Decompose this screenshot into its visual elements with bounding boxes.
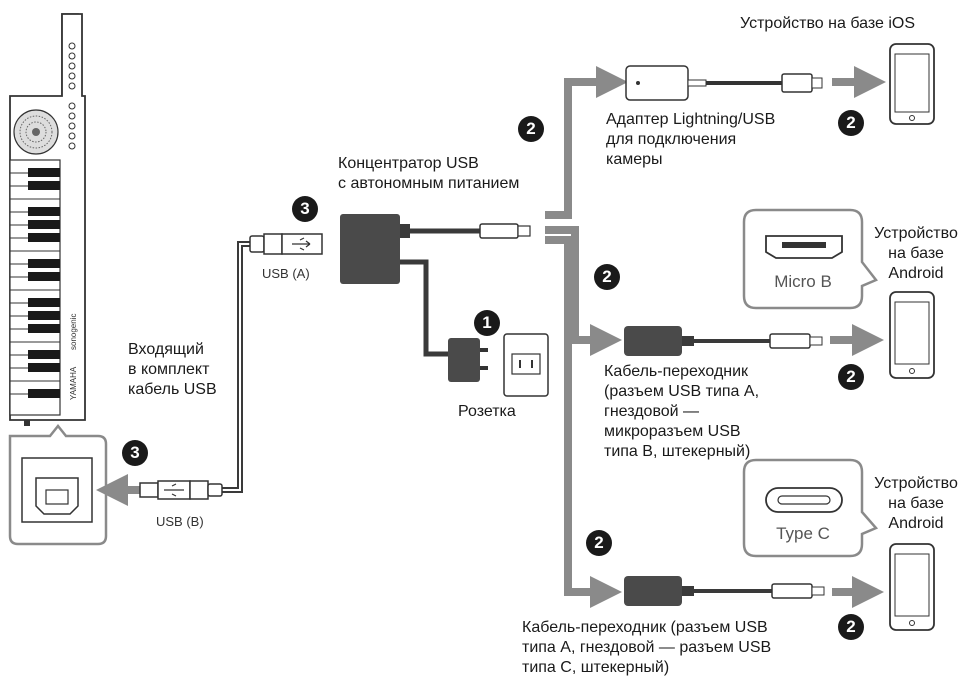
step-badge-2-ios: 2 xyxy=(838,110,864,136)
usb-a-label: USB (A) xyxy=(262,266,310,281)
type-c-callout xyxy=(742,458,879,558)
type-c-label: Type C xyxy=(776,524,830,543)
outlet-label: Розетка xyxy=(458,403,516,420)
usb-hub-label: Концентратор USB с автономным питанием xyxy=(338,155,520,192)
android-device-1-label: Устройство на базе Android xyxy=(874,225,958,282)
step-badge-2-typec-cable: 2 xyxy=(586,530,612,556)
model-logo: sonogenic xyxy=(69,314,78,350)
step-badge-1-outlet: 1 xyxy=(474,310,500,336)
included-usb-cable xyxy=(139,233,323,500)
included-cable-label: Входящий в комплект кабель USB xyxy=(128,341,217,398)
arrow-to-lightning xyxy=(545,66,628,219)
ios-device-label: Устройство на базе iOS xyxy=(740,15,916,32)
control-buttons xyxy=(68,42,76,150)
wall-outlet xyxy=(503,333,549,397)
micro-b-callout xyxy=(742,208,878,310)
speaker-grille xyxy=(13,109,59,155)
usb-b-label: USB (B) xyxy=(156,514,204,529)
android-device-1 xyxy=(889,291,935,379)
step-badge-3-usb-b: 3 xyxy=(122,440,148,466)
brand-logo: YAMAHA xyxy=(69,366,78,400)
step-badge-3-usb-a: 3 xyxy=(292,196,318,222)
usb-b-port-callout xyxy=(8,423,108,546)
connection-arrows xyxy=(96,66,886,608)
usb-a-plug xyxy=(249,233,323,255)
keytar-instrument: YAMAHA sonogenic xyxy=(9,13,86,426)
lightning-camera-adapter xyxy=(625,65,823,101)
micro-b-label: Micro B xyxy=(774,272,832,291)
usb-symbol-icon xyxy=(292,237,311,251)
keyboard-keys xyxy=(9,159,61,416)
usb-symbol-icon xyxy=(164,483,184,497)
micro-b-adapter-cable xyxy=(624,326,823,356)
arrow-to-micro-cable xyxy=(545,226,622,356)
android-device-2 xyxy=(889,543,935,631)
step-badge-2-lightning: 2 xyxy=(518,116,544,142)
usb-b-plug xyxy=(139,480,223,500)
step-badge-2-micro-cable: 2 xyxy=(594,264,620,290)
type-c-adapter-cable xyxy=(624,576,825,606)
step-badge-2-android-1: 2 xyxy=(838,364,864,390)
android-device-2-label: Устройство на базе Android xyxy=(874,475,958,532)
ios-device xyxy=(889,43,935,125)
type-c-cable-label: Кабель-переходник (разъем USB типа A, гн… xyxy=(522,619,772,676)
step-badge-2-android-2: 2 xyxy=(838,614,864,640)
lightning-adapter-label: Адаптер Lightning/USB для подключения ка… xyxy=(606,111,776,168)
usb-hub xyxy=(340,214,531,357)
arrow-to-typec-cable xyxy=(545,236,622,608)
micro-b-cable-label: Кабель-переходник (разъем USB типа A, гн… xyxy=(604,363,760,460)
power-adapter xyxy=(448,338,488,382)
